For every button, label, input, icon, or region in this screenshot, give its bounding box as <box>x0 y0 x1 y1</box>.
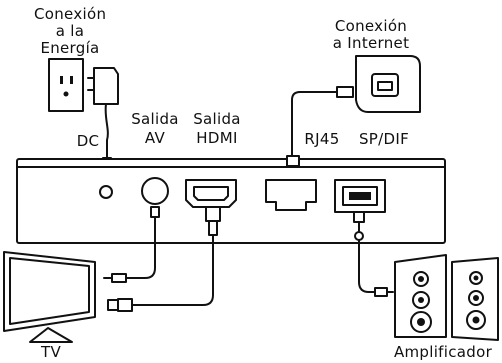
av-port <box>141 177 169 205</box>
internet-label-line2: a Internet <box>332 34 410 52</box>
set-top-box <box>16 158 446 244</box>
rj45-label: RJ45 <box>304 130 340 148</box>
hdmi-cable <box>107 206 221 312</box>
speakers-icon <box>394 254 499 341</box>
spdif-label: SP/DIF <box>358 130 410 148</box>
hdmi-label-line1: Salida <box>193 110 241 128</box>
power-adapter-icon <box>87 67 119 171</box>
av-cable <box>103 206 160 283</box>
wall-outlet-icon <box>48 58 84 112</box>
tv-icon <box>3 251 96 343</box>
internet-label-line1: Conexión <box>334 17 408 35</box>
av-label-line2: AV <box>144 129 166 147</box>
hdmi-label-line2: HDMI <box>196 129 238 147</box>
dc-label: DC <box>76 132 100 150</box>
spdif-cable <box>353 211 394 297</box>
tv-label: TV <box>40 343 62 361</box>
rj45-port <box>265 179 317 211</box>
internet-socket-icon <box>286 55 421 167</box>
power-label-line1: Conexión <box>34 5 107 23</box>
power-label-line2: a la Energía <box>40 22 100 57</box>
amplifier-label: Amplificador <box>393 343 493 361</box>
av-label-line1: Salida <box>131 110 179 128</box>
dc-port <box>99 185 113 199</box>
